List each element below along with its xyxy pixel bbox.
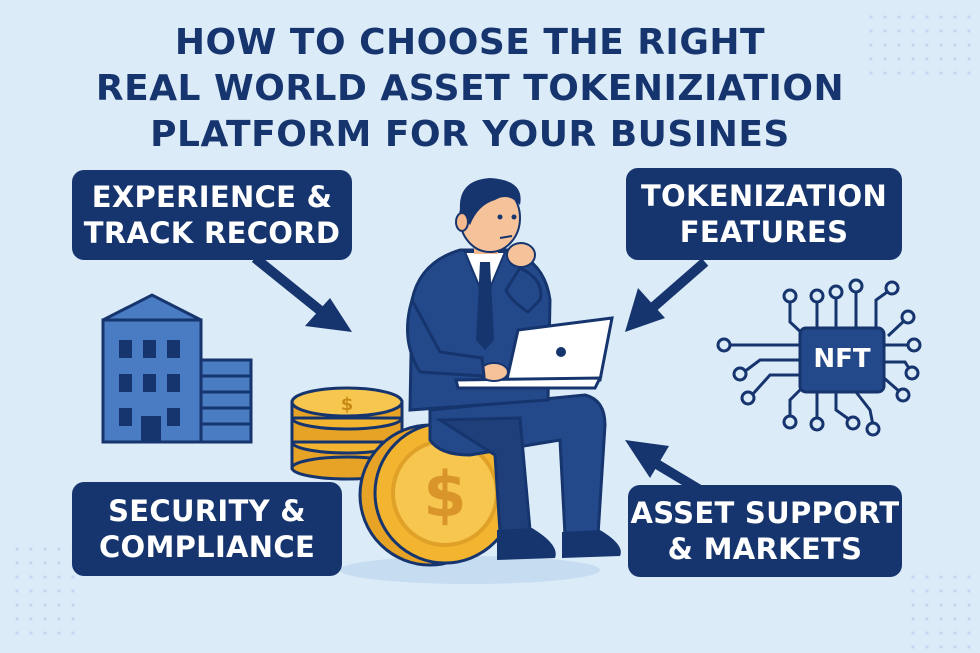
svg-text:$: $ [423,458,466,531]
nft-label: NFT [813,344,871,374]
dot-pattern-bottom-left [5,545,75,645]
dot-pattern-bottom-right [905,575,975,650]
experience-card-line-2: TRACK RECORD [83,216,341,250]
arrow-assets-icon [625,440,703,495]
ground-shadow [340,556,600,584]
experience-card-line-1: EXPERIENCE & [91,180,333,214]
assets-card: ASSET SUPPORT & MARKETS [628,485,902,577]
security-card: SECURITY & COMPLIANCE [72,482,342,576]
title-line-3: PLATFORM FOR YOUR BUSINES [150,114,790,155]
nft-chip-icon [716,278,922,437]
dot-pattern-top-right [860,10,975,80]
assets-card-line-2: & MARKETS [667,532,863,566]
businessman-illustration [406,178,621,560]
features-card: TOKENIZATION FEATURES [626,168,902,260]
assets-card-line-1: ASSET SUPPORT [630,496,900,530]
security-card-line-1: SECURITY & [108,494,306,528]
page-title: HOW TO CHOOSE THE RIGHT REAL WORLD ASSET… [40,20,900,158]
features-card-line-1: TOKENIZATION [640,179,888,213]
title-line-1: HOW TO CHOOSE THE RIGHT [174,22,766,63]
svg-text:$: $ [341,394,354,415]
building-icon [101,293,253,444]
experience-card: EXPERIENCE & TRACK RECORD [72,170,352,260]
security-card-line-2: COMPLIANCE [98,530,316,564]
features-card-line-2: FEATURES [679,215,849,249]
title-line-2: REAL WORLD ASSET TOKENIZIATION [95,68,845,109]
arrow-experience-icon [251,254,352,332]
arrow-features-icon [625,258,709,332]
